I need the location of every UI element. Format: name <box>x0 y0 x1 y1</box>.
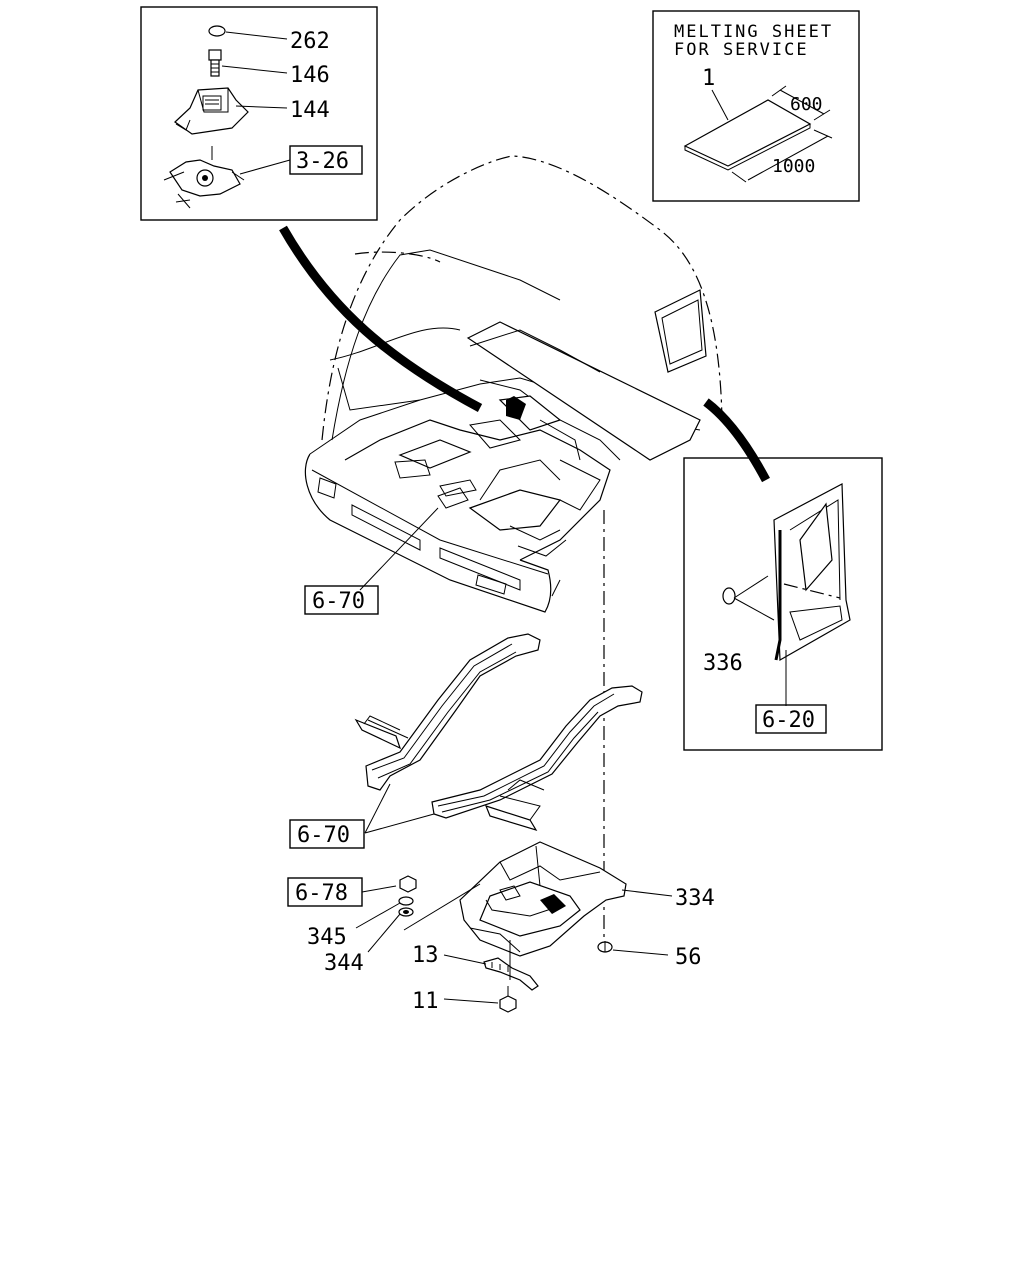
ref-box-6-70-top <box>304 585 379 615</box>
inset-leader-top-left <box>279 225 483 412</box>
bottom-bracket-assembly <box>459 841 627 957</box>
frame-member-left <box>365 633 541 791</box>
note-item-label: 1 <box>702 66 715 91</box>
label-6-70-top: 6-70 <box>312 589 365 614</box>
note-line-2: FOR SERVICE <box>674 40 809 60</box>
label-3-26: 3-26 <box>296 149 349 174</box>
shift-lever-inset: 262 146 144 3-26 <box>140 6 378 221</box>
label-344: 344 <box>324 951 364 976</box>
label-334: 334 <box>675 886 715 911</box>
rear-floor-panel <box>466 321 701 461</box>
label-262: 262 <box>290 29 330 54</box>
ref-box-6-70-frame <box>289 819 365 849</box>
label-6-70-frame: 6-70 <box>297 823 350 848</box>
part-6-78-nut <box>399 875 417 893</box>
dim-1000: 1000 <box>772 156 815 177</box>
rear-panel-inset: 336 6-20 <box>683 457 883 751</box>
frame-members <box>354 633 643 832</box>
label-144: 144 <box>290 98 330 123</box>
label-6-78: 6-78 <box>295 881 348 906</box>
label-13: 13 <box>412 943 439 968</box>
cab-body <box>304 155 723 613</box>
part-336-grommet <box>722 587 736 605</box>
melting-sheet-note: MELTING SHEET FOR SERVICE 1 600 1000 <box>652 10 860 202</box>
label-56: 56 <box>675 945 702 970</box>
part-345-washer <box>398 896 414 906</box>
label-345: 345 <box>307 925 347 950</box>
part-262-cap <box>208 25 226 37</box>
inset-frame-right <box>683 457 883 751</box>
shift-assembly <box>163 146 245 209</box>
part-11-nut <box>499 986 517 1013</box>
ref-box-6-20 <box>755 704 827 734</box>
note-line-1: MELTING SHEET <box>674 22 833 42</box>
dim-600: 600 <box>790 94 823 115</box>
ref-box-3-26 <box>289 145 363 175</box>
part-13-bracket <box>483 957 539 991</box>
label-6-20: 6-20 <box>762 708 815 733</box>
note-frame <box>652 10 860 202</box>
part-146-bolt <box>208 49 222 77</box>
part-144-bracket <box>174 87 249 135</box>
rear-panel-window <box>799 502 833 592</box>
label-146: 146 <box>290 63 330 88</box>
inset-frame-top-left <box>140 6 378 221</box>
label-336: 336 <box>703 651 743 676</box>
frame-member-right <box>431 685 643 819</box>
label-11: 11 <box>412 989 439 1014</box>
inset-leader-right <box>703 398 770 483</box>
